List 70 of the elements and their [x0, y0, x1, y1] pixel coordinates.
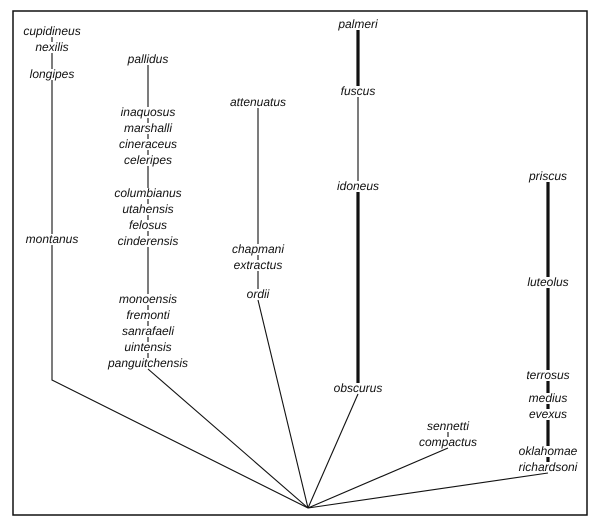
taxon-name: fuscus — [340, 86, 376, 97]
branch-line — [51, 245, 308, 508]
branch-line — [147, 150, 149, 155]
branch-line — [257, 108, 259, 244]
branch-line — [257, 300, 309, 508]
branch-line — [308, 472, 548, 509]
taxon-name: idoneus — [336, 181, 380, 192]
branch-line — [147, 65, 149, 107]
taxon-name: cinderensis — [118, 236, 178, 247]
branch-line — [147, 321, 149, 326]
taxon-name: montanus — [26, 234, 78, 245]
taxon-name: monoensis — [118, 294, 178, 305]
taxon-name: longipes — [30, 69, 74, 80]
branch-line — [148, 368, 308, 508]
taxon-name: palmeri — [338, 19, 378, 30]
taxon-name: felosus — [128, 220, 168, 231]
branch-line — [147, 118, 149, 123]
branch-line — [51, 80, 53, 234]
branch-line — [147, 247, 149, 294]
branch-line — [147, 231, 149, 236]
taxon-name: utahensis — [122, 204, 174, 215]
taxon-name: cineraceus — [118, 139, 178, 150]
branch-line — [356, 30, 360, 86]
branch-line — [147, 337, 149, 342]
branch-line — [546, 381, 550, 393]
branch-line — [147, 166, 149, 188]
branch-line — [257, 255, 259, 260]
branch-line — [308, 394, 358, 508]
taxon-name: cupidineus — [23, 26, 81, 37]
taxon-name: priscus — [529, 171, 567, 182]
taxon-name: nexilis — [35, 42, 69, 53]
taxon-name: richardsoni — [518, 462, 578, 473]
taxon-name: pallidus — [128, 54, 168, 65]
branch-line — [147, 215, 149, 220]
taxon-name: fremonti — [126, 310, 170, 321]
taxon-name: extractus — [234, 260, 282, 271]
taxon-name: terrosus — [526, 370, 570, 381]
taxon-name: sennetti — [426, 421, 470, 432]
taxon-name: compactus — [418, 437, 478, 448]
branch-line — [546, 457, 550, 462]
taxon-name: ordii — [246, 289, 270, 300]
branch-line — [447, 432, 449, 437]
branch-line — [147, 134, 149, 139]
branch-line — [147, 305, 149, 310]
taxon-name: chapmani — [232, 244, 284, 255]
taxon-name: oklahomae — [518, 446, 578, 457]
branch-line — [51, 53, 53, 69]
taxon-name: medius — [528, 393, 568, 404]
branch-line — [356, 192, 360, 383]
branch-line — [546, 288, 550, 370]
taxon-name: panguitchensis — [108, 358, 188, 369]
taxon-name: inaquosus — [120, 107, 176, 118]
taxon-name: evexus — [528, 409, 568, 420]
taxon-name: luteolus — [527, 277, 569, 288]
taxon-name: uintensis — [124, 342, 172, 353]
branch-line — [546, 404, 550, 409]
taxon-name: obscurus — [334, 383, 382, 394]
branch-line — [308, 448, 448, 508]
branch-line — [546, 182, 550, 277]
branch-line — [257, 271, 259, 289]
taxon-name: columbianus — [114, 188, 182, 199]
taxon-name: marshalli — [124, 123, 172, 134]
branch-line — [147, 199, 149, 204]
branch-line — [357, 97, 359, 181]
branch-line — [546, 420, 550, 446]
branch-line — [51, 37, 53, 42]
taxon-name: attenuatus — [230, 97, 286, 108]
taxon-name: sanrafaeli — [122, 326, 174, 337]
branch-line — [147, 353, 149, 358]
taxon-name: celeripes — [124, 155, 172, 166]
